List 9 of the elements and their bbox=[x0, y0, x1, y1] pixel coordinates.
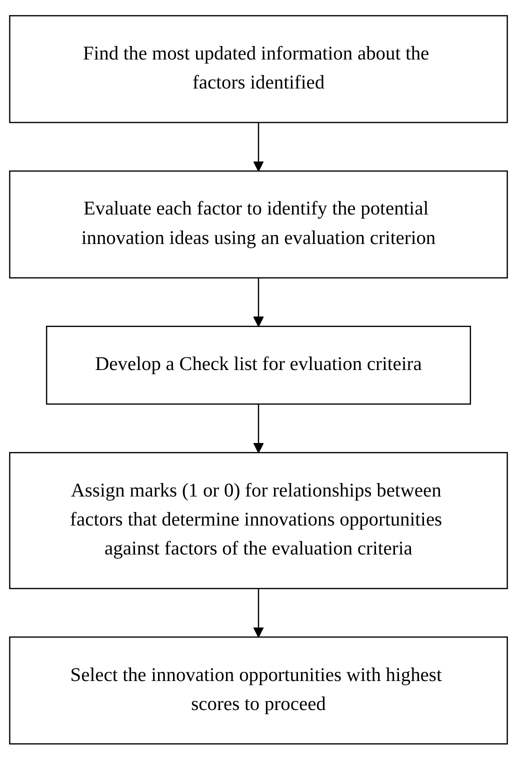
node-box: Develop a Check list for evluation criteira bbox=[46, 326, 472, 405]
node-box: Evaluate each factor to identify the potential innovation ideas using an evaluation criterion bbox=[9, 170, 508, 279]
node-box: Select the innovation opportunities with highest scores to proceed bbox=[9, 636, 508, 745]
arrow bbox=[253, 404, 264, 454]
arrow bbox=[253, 122, 264, 172]
node-box: Find the most updated information about the factors identified bbox=[9, 15, 508, 124]
node-box: Assign marks (1 or 0) for relationships between factors that determine innovations opportunities against factors of the evaluation criteria bbox=[9, 452, 508, 590]
arrow bbox=[253, 588, 264, 638]
arrow bbox=[253, 278, 264, 328]
